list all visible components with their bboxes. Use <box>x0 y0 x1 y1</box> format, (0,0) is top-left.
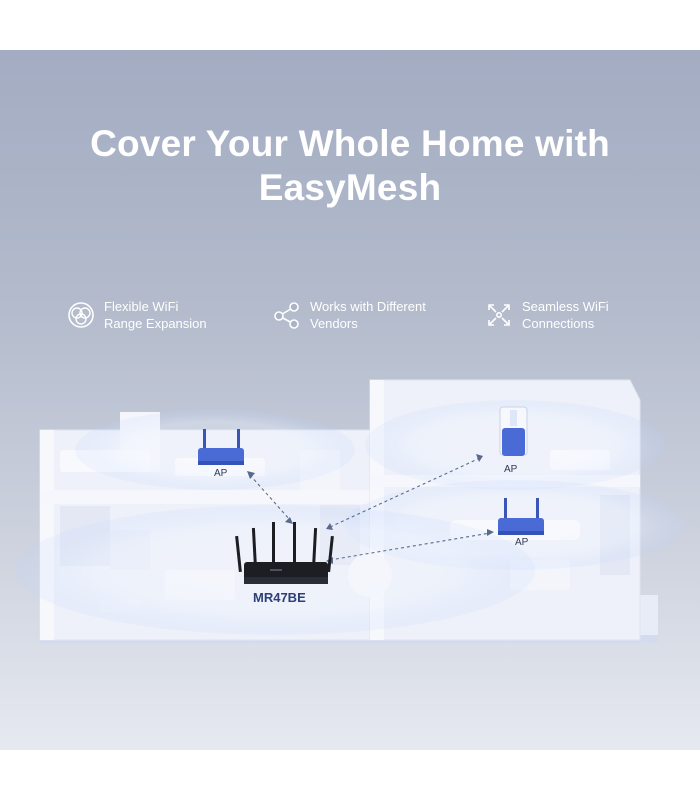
ap-right-label: AP <box>515 537 529 548</box>
title-line-1: Cover Your Whole Home with <box>90 123 610 164</box>
ap-top-right-device <box>499 406 528 456</box>
page-title: Cover Your Whole Home with EasyMesh <box>0 122 700 210</box>
ap-right-device <box>498 498 544 535</box>
ap-left-device <box>198 429 244 465</box>
feature-3-line-2: Connections <box>522 316 595 331</box>
feature-vendors: Works with Different Vendors <box>272 295 426 335</box>
feature-1-line-2: Range Expansion <box>104 316 207 331</box>
share-nodes-icon <box>274 302 299 329</box>
wifi-range-icon <box>68 302 94 328</box>
arrows-expand-icon <box>488 304 510 326</box>
ap-left-label: AP <box>214 468 228 479</box>
feature-2-line-2: Vendors <box>310 316 358 331</box>
feature-2-line-1: Works with Different <box>310 299 426 314</box>
main-router-device <box>235 522 334 584</box>
ap-top-right-label: AP <box>504 464 518 475</box>
feature-row: Flexible WiFi Range Expansion Works with… <box>0 295 700 345</box>
feature-seamless: Seamless WiFi Connections <box>484 295 609 335</box>
main-router-label: MR47BE <box>253 590 306 605</box>
mesh-connections <box>249 457 491 561</box>
feature-1-line-1: Flexible WiFi <box>104 299 179 314</box>
hero-panel: Cover Your Whole Home with EasyMesh Flex… <box>0 50 700 750</box>
home-illustration <box>15 379 685 643</box>
feature-flexible-wifi: Flexible WiFi Range Expansion <box>66 295 207 335</box>
feature-3-line-1: Seamless WiFi <box>522 299 609 314</box>
title-line-2: EasyMesh <box>258 167 442 208</box>
